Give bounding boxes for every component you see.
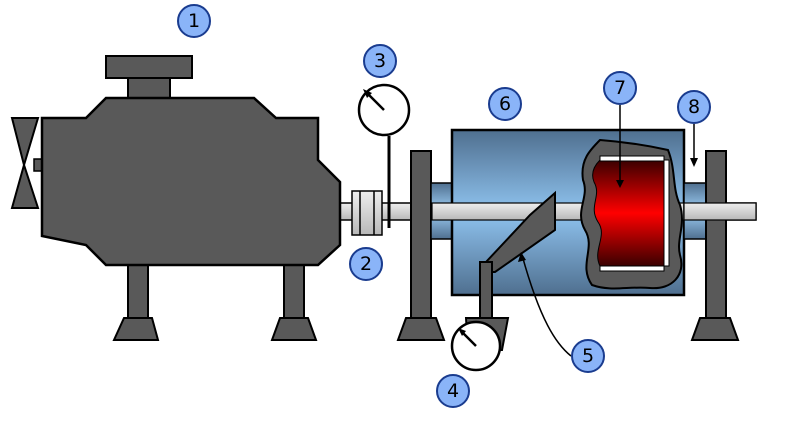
svg-text:4: 4 <box>447 380 459 402</box>
label-2: 2 <box>349 247 383 281</box>
motor-body <box>40 96 342 267</box>
label-3: 3 <box>363 44 397 78</box>
svg-text:7: 7 <box>614 77 626 99</box>
label-8: 8 <box>677 90 711 124</box>
motor-neck <box>127 77 171 99</box>
label-4: 4 <box>436 374 470 408</box>
fan-icon <box>10 117 45 209</box>
right-bearing-support <box>683 150 757 341</box>
svg-text:1: 1 <box>188 10 200 32</box>
label-1: 1 <box>177 4 211 38</box>
leader-lines <box>518 105 698 357</box>
motor-leg-right <box>283 261 305 323</box>
svg-text:8: 8 <box>688 96 700 118</box>
label-6: 6 <box>488 87 522 121</box>
svg-text:3: 3 <box>374 50 386 72</box>
motor-cap <box>105 55 193 79</box>
motor <box>40 55 342 341</box>
label-7: 7 <box>603 71 637 105</box>
coupling <box>351 190 383 236</box>
motor-foot-left <box>112 317 160 341</box>
left-bearing-support <box>396 150 446 341</box>
motor-leg-left <box>127 261 149 323</box>
inlet-nozzle <box>479 190 556 319</box>
label-5: 5 <box>571 339 605 373</box>
svg-text:6: 6 <box>499 93 511 115</box>
pressure-gauge-top <box>357 83 411 228</box>
motor-foot-right <box>270 317 318 341</box>
svg-text:2: 2 <box>360 253 372 275</box>
pressure-gauge-bottom <box>450 317 510 372</box>
impeller-cutaway <box>580 138 683 290</box>
svg-text:5: 5 <box>582 345 594 367</box>
